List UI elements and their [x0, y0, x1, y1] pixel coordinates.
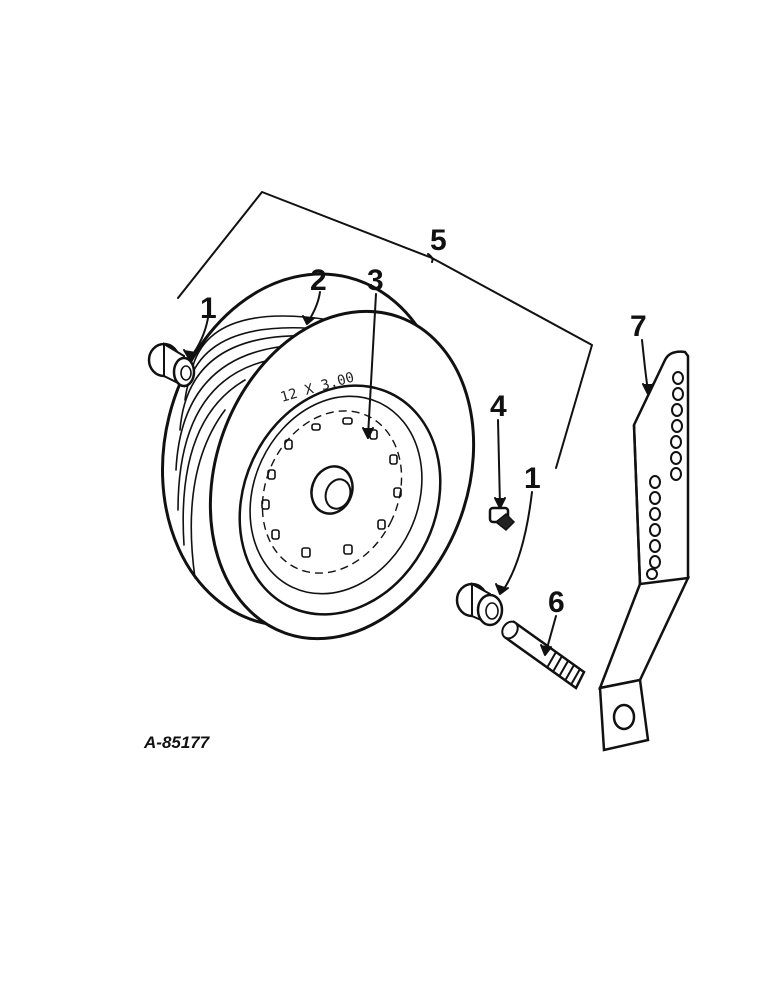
- callout-2: 2: [310, 264, 327, 297]
- axle-bolt: [501, 620, 586, 690]
- bushing-upper: [147, 342, 196, 388]
- callout-4: 4: [490, 390, 507, 423]
- callout-labels: 1 2 3 5 4 1 6 7: [200, 224, 647, 619]
- callout-1-upper: 1: [200, 292, 217, 325]
- callout-7: 7: [630, 310, 647, 343]
- mounting-bracket: [598, 350, 691, 752]
- bushing-lower: [455, 582, 504, 627]
- wheel-rim: [238, 384, 442, 616]
- callout-6: 6: [548, 586, 565, 619]
- wheel-assembly: 12 X 3.00: [160, 272, 476, 641]
- leader-lines: [183, 253, 654, 656]
- figure-id: A-85177: [143, 733, 211, 752]
- grease-fitting: [488, 506, 516, 532]
- callout-1-lower: 1: [524, 462, 541, 495]
- callout-5: 5: [430, 224, 447, 257]
- callout-3: 3: [367, 264, 384, 297]
